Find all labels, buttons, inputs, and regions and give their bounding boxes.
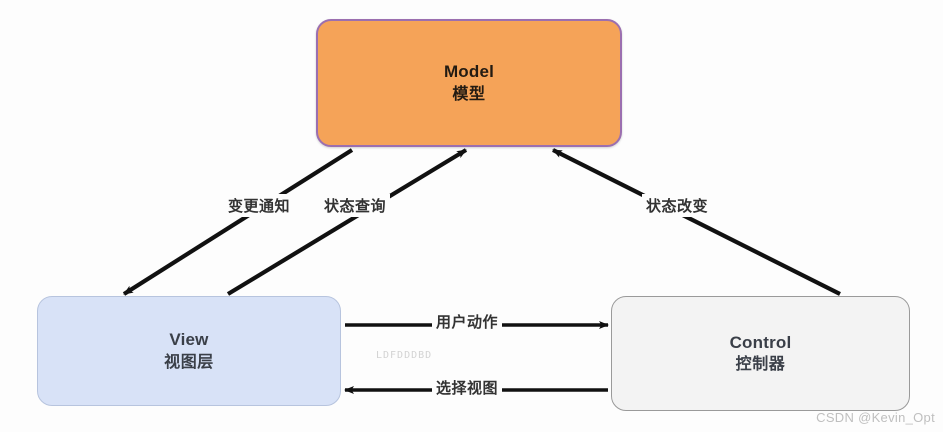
edge-label-state-change: 状态改变 — [642, 194, 713, 217]
node-model-title-en: Model — [443, 62, 495, 82]
edge-label-select-view: 选择视图 — [432, 376, 503, 399]
node-model[interactable]: Model 模型 — [316, 19, 622, 147]
node-control-title-cn: 控制器 — [735, 356, 786, 374]
node-control[interactable]: Control 控制器 — [611, 296, 910, 411]
edge-label-user-action: 用户动作 — [432, 310, 503, 333]
node-view[interactable]: View 视图层 — [37, 296, 341, 406]
edge-label-state-query: 状态查询 — [320, 194, 391, 217]
node-control-title-en: Control — [729, 332, 792, 352]
csdn-watermark: CSDN @Kevin_Opt — [816, 410, 935, 425]
edge-state-change — [552, 148, 841, 296]
node-view-title-cn: 视图层 — [164, 353, 214, 371]
node-view-title-en: View — [169, 330, 209, 350]
edge-label-change-notify: 变更通知 — [224, 194, 295, 217]
edge-change-notify — [122, 148, 354, 296]
node-model-title-cn: 模型 — [452, 85, 486, 103]
faint-watermark: LDFDDDBD — [376, 350, 433, 361]
edge-state-query — [226, 148, 468, 296]
